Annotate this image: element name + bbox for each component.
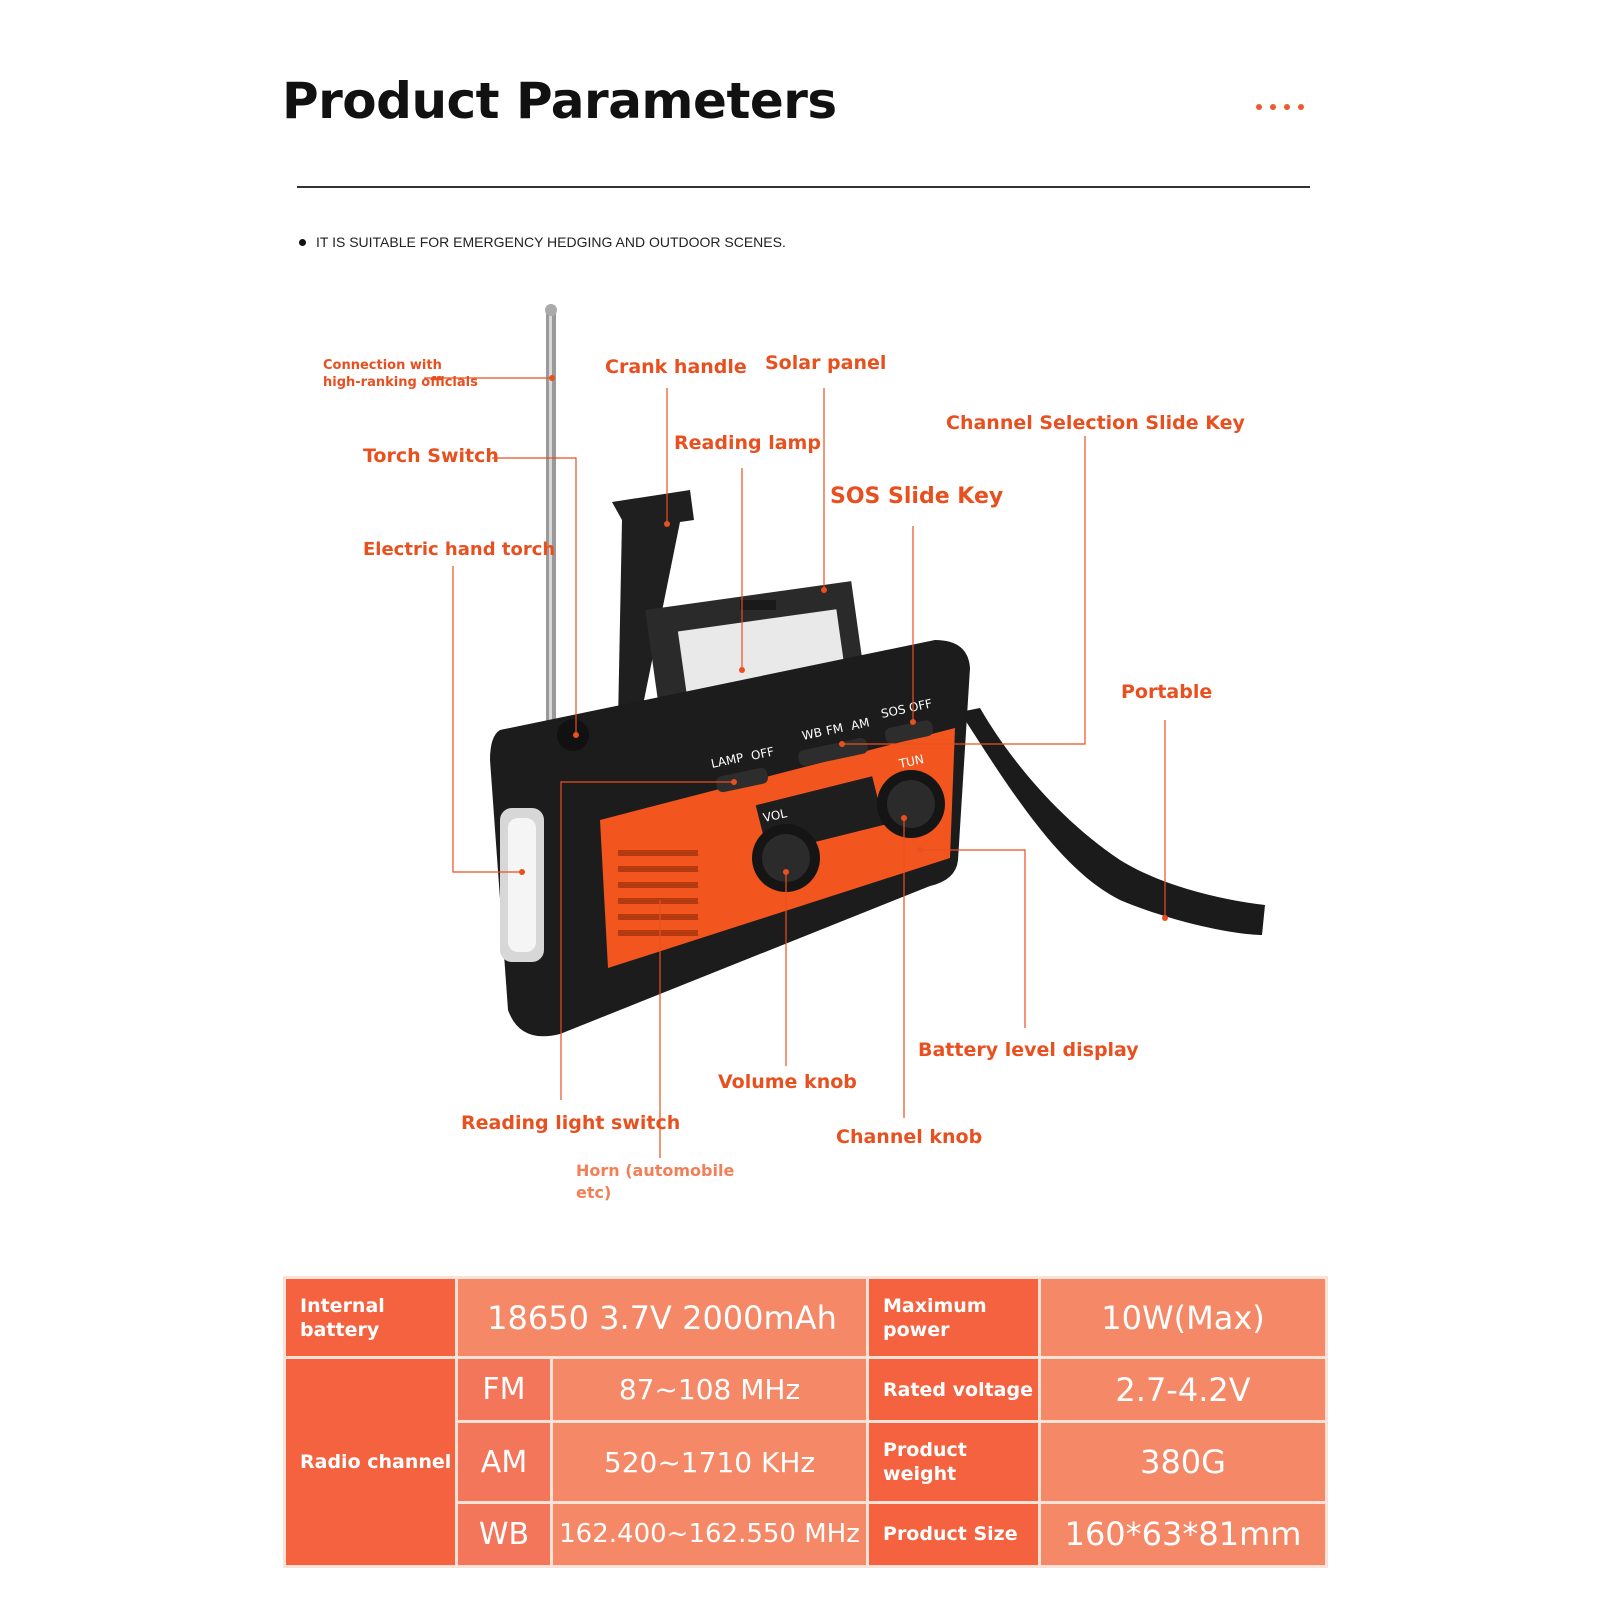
callout-sos: SOS Slide Key xyxy=(830,484,1004,509)
leader-lines xyxy=(424,377,1166,1158)
device-label-sos: SOS xyxy=(880,702,907,721)
callout-connection: Connection with high-ranking officials xyxy=(323,358,478,390)
lamp-switch xyxy=(716,767,768,793)
radio-diagram: LAMP OFF WB FM AM SOS OFF VOL TUN xyxy=(424,304,1265,1158)
crank-handle xyxy=(612,490,694,722)
title-divider xyxy=(297,186,1310,188)
radio-label: Radio channel xyxy=(283,1356,458,1568)
callout-electric-torch: Electric hand torch xyxy=(363,539,556,560)
device-label-tun: TUN xyxy=(897,752,925,771)
device-label-lamp: LAMP xyxy=(710,750,745,771)
band-am: AM xyxy=(455,1420,553,1504)
callout-solar: Solar panel xyxy=(765,352,887,374)
callout-reading-switch: Reading light switch xyxy=(461,1112,681,1134)
device-label-fm: FM xyxy=(825,721,845,738)
device-label-wb: WB xyxy=(801,725,824,743)
table-row: Radio channel FM 87~108 MHz Rated voltag… xyxy=(283,1356,1329,1568)
callout-channel-knob: Channel knob xyxy=(836,1126,983,1148)
wrist-strap xyxy=(960,708,1265,935)
callout-battery-display: Battery level display xyxy=(918,1039,1139,1061)
size-value: 160*63*81mm xyxy=(1038,1500,1329,1569)
band-switch xyxy=(798,738,868,766)
rated-voltage-label: Rated voltage xyxy=(866,1356,1042,1424)
subtitle: IT IS SUITABLE FOR EMERGENCY HEDGING AND… xyxy=(299,234,786,250)
sos-switch xyxy=(884,720,934,744)
device-label-sos-off: OFF xyxy=(908,696,934,715)
max-power-value: 10W(Max) xyxy=(1038,1275,1329,1360)
band-fm-range: 87~108 MHz xyxy=(549,1356,870,1424)
weight-label: Product weight xyxy=(866,1420,1042,1504)
table-row: AM 520~1710 KHz Product weight 380G xyxy=(285,1420,1329,1504)
weight-value: 380G xyxy=(1038,1420,1329,1504)
bullet-icon xyxy=(299,238,306,246)
speaker-grille xyxy=(618,850,698,936)
callout-torch-switch: Torch Switch xyxy=(363,445,499,467)
callout-horn: Horn (automobile etc) xyxy=(576,1161,735,1202)
spec-table: Internal battery 18650 3.7V 2000mAh Maxi… xyxy=(283,1275,1329,1569)
band-fm: FM xyxy=(455,1356,553,1424)
more-dots-icon xyxy=(1256,104,1304,110)
band-am-range: 520~1710 KHz xyxy=(549,1420,870,1504)
table-row: Internal battery 18650 3.7V 2000mAh Maxi… xyxy=(283,1275,1329,1360)
device-label-vol: VOL xyxy=(762,806,789,825)
rated-voltage-value: 2.7-4.2V xyxy=(1038,1356,1329,1424)
callout-channel-key: Channel Selection Slide Key xyxy=(946,412,1245,434)
battery-label: Internal battery xyxy=(283,1275,458,1360)
band-wb-range: 162.400~162.550 MHz xyxy=(549,1500,870,1569)
subtitle-text: IT IS SUITABLE FOR EMERGENCY HEDGING AND… xyxy=(316,234,786,250)
callout-volume-knob: Volume knob xyxy=(718,1071,857,1093)
page-title: Product Parameters xyxy=(282,72,837,130)
max-power-label: Maximum power xyxy=(866,1275,1042,1360)
battery-value: 18650 3.7V 2000mAh xyxy=(454,1275,870,1360)
band-wb: WB xyxy=(455,1500,553,1569)
callout-portable: Portable xyxy=(1121,681,1213,703)
callout-crank: Crank handle xyxy=(605,356,747,378)
table-row: WB 162.400~162.550 MHz Product Size 160*… xyxy=(285,1500,1329,1569)
leader-dots xyxy=(519,375,1168,921)
callout-reading-lamp: Reading lamp xyxy=(674,432,821,454)
device-label-off: OFF xyxy=(750,744,776,763)
device-label-am: AM xyxy=(850,715,871,733)
size-label: Product Size xyxy=(866,1500,1042,1569)
